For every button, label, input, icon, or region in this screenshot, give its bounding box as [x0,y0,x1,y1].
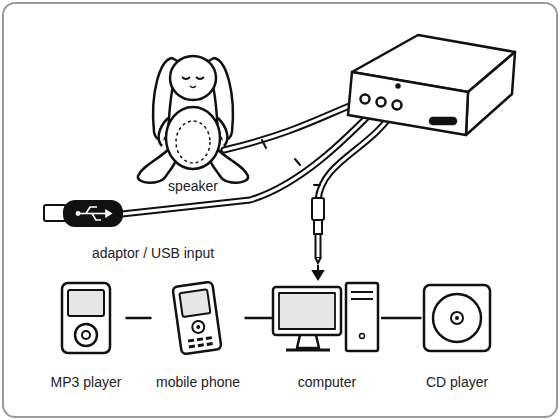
caption: MP3 player [51,374,122,390]
caption: mobile phone [156,374,240,390]
audio-jack [312,198,324,279]
device-node: CD player [422,281,493,391]
frame [3,3,557,417]
caption: adaptor / USB input [92,245,214,261]
adaptor-node: adaptor / USB input [88,244,219,262]
device-node: mobile phone [152,281,245,391]
connector-line [126,317,152,320]
caption: CD player [426,374,488,390]
caption: computer [298,374,356,390]
bunny-speaker [138,56,248,183]
speaker-node: speaker [164,177,222,195]
connector-line [381,317,422,320]
receiver-device [348,35,515,135]
connector-line [245,317,274,320]
cd-player-icon [424,285,490,351]
computer-icon [273,283,378,351]
usb-plug [44,201,122,226]
device-node: computer [273,281,381,391]
caption: speaker [168,178,218,194]
mobile-phone-icon [172,282,221,355]
device-node: MP3 player [47,281,126,391]
mp3-player-icon [62,283,110,353]
